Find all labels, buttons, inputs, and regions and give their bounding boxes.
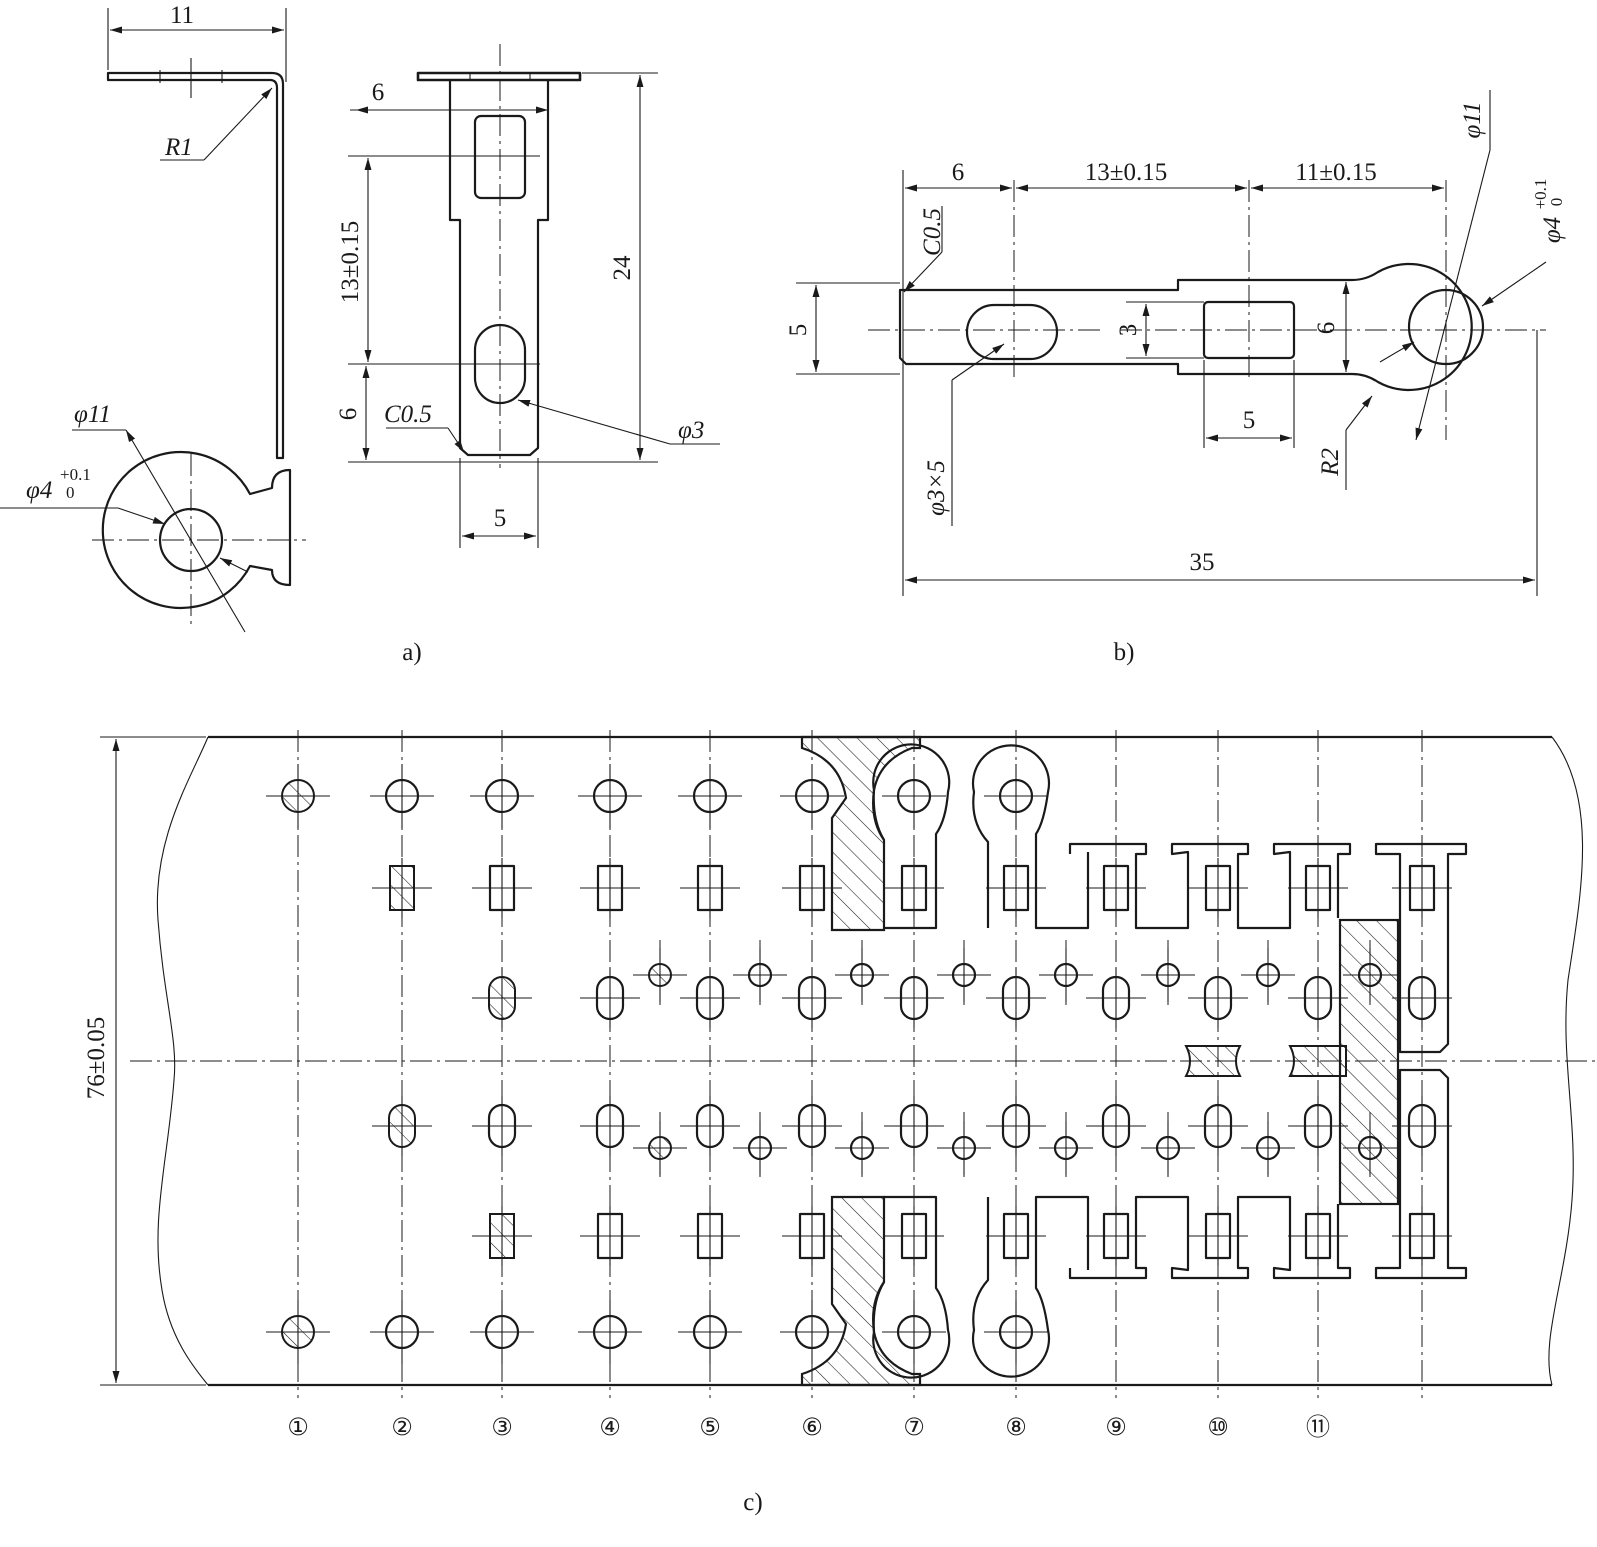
caption-a: a) <box>402 639 421 666</box>
dim-c-strip-width: 76±0.05 <box>83 1017 110 1099</box>
bracket-side-view: 11 R1 <box>106 2 287 460</box>
dim-b-chamfer: C0.5 <box>919 208 946 256</box>
bracket-top-row-final <box>1374 842 1468 1054</box>
station-labels: ① ② ③ ④ ⑤ ⑥ ⑦ ⑧ ⑨ ⑩ ⑪ <box>287 1413 1330 1441</box>
station-label: ⑪ <box>1306 1413 1330 1441</box>
dim-b-pitch-1: 13±0.15 <box>1085 159 1167 186</box>
ring-outline-7-bottom <box>872 1195 951 1379</box>
ring-outline-7-top <box>872 743 951 930</box>
station-label: ③ <box>491 1413 513 1441</box>
dim-b-fillet: R2 <box>1317 448 1344 477</box>
station-label: ④ <box>599 1413 621 1441</box>
dim-a-hole-tol-lower: 0 <box>66 483 75 502</box>
view-b: 6 13±0.15 11±0.15 C0.5 φ11 φ4 +0.1 0 5 3… <box>785 90 1566 666</box>
dim-b-pitch-2: 11±0.15 <box>1295 159 1377 186</box>
dim-a-width: 11 <box>170 2 194 29</box>
dim-a-slot: φ3 <box>678 417 704 444</box>
dim-b-ring-dia: φ11 <box>1459 102 1486 139</box>
blank-contours <box>800 735 1468 1387</box>
separation-scrap-11 <box>1288 1045 1347 1077</box>
station-label: ⑧ <box>1005 1413 1027 1441</box>
station-label: ⑨ <box>1105 1413 1127 1441</box>
dim-b-total-length: 35 <box>1190 549 1215 576</box>
cutoff-scrap <box>1338 918 1400 1206</box>
station-label: ① <box>287 1413 309 1441</box>
separation-scrap-10 <box>1184 1045 1242 1077</box>
station-label: ⑩ <box>1207 1413 1229 1441</box>
bracket-top-row <box>1068 842 1352 930</box>
caption-b: b) <box>1114 639 1135 666</box>
dim-a-ring-dia: φ11 <box>74 401 111 428</box>
ring-outline-8-bottom <box>971 1195 1090 1378</box>
dim-b-rect-width: 5 <box>1243 407 1256 434</box>
dim-strip-width: 76±0.05 <box>83 736 206 1386</box>
station-label: ② <box>391 1413 413 1441</box>
dim-b-hole-dia: φ4 <box>1539 217 1566 243</box>
dim-a-chamfer: C0.5 <box>384 401 432 428</box>
dim-b-slot-size: φ3×5 <box>923 460 950 516</box>
dim-a-tab: 6 <box>372 79 385 106</box>
station-label: ⑥ <box>801 1413 823 1441</box>
dim-a-length: 24 <box>609 255 636 281</box>
station-label: ⑤ <box>699 1413 721 1441</box>
dim-a-end: 6 <box>335 408 362 421</box>
dim-b-hole-tol-lower: 0 <box>1547 198 1566 207</box>
dim-b-tab: 6 <box>952 159 965 186</box>
ring-outline-8-top <box>971 744 1090 930</box>
caption-c: c) <box>743 1489 762 1516</box>
dim-a-bend-radius: R1 <box>164 134 193 161</box>
ring-top-view: φ11 φ4 +0.1 0 <box>0 401 306 633</box>
dim-b-height-left: 5 <box>785 324 812 337</box>
dim-b-slot-height: 3 <box>1115 324 1142 337</box>
dim-b-hole-tol-upper: +0.1 <box>1531 179 1550 210</box>
dim-a-pitch: 13±0.15 <box>337 221 364 303</box>
bracket-bottom-row <box>1068 1195 1352 1280</box>
strip-front-view: 6 13±0.15 6 24 C0.5 φ3 5 <box>335 44 720 548</box>
dim-a-hole-tol-upper: +0.1 <box>60 465 91 484</box>
dim-a-hole-dia: φ4 <box>26 477 52 504</box>
station-label: ⑦ <box>903 1413 925 1441</box>
dim-b-neck-height: 6 <box>1313 322 1340 335</box>
view-c: 76±0.05 <box>83 730 1597 1516</box>
bracket-bottom-row-final <box>1374 1068 1468 1280</box>
dim-a-strip-width: 5 <box>494 505 507 532</box>
view-a: 11 R1 φ11 φ4 +0.1 0 <box>0 2 720 666</box>
